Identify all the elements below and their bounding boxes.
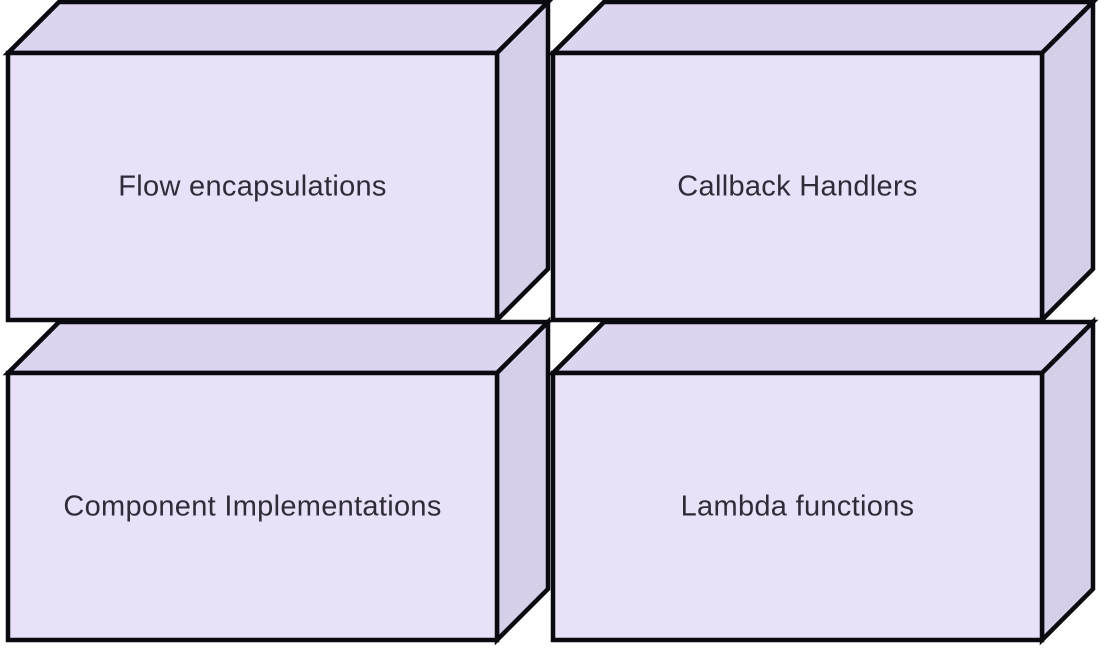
node-top-face xyxy=(547,0,1099,56)
node-top-face xyxy=(2,319,554,376)
node-component-implementations: Component Implementations xyxy=(2,316,554,646)
node-label: Lambda functions xyxy=(681,491,915,523)
node-label: Callback Handlers xyxy=(677,171,917,203)
node-side-face xyxy=(1039,316,1096,646)
node-side-face xyxy=(1039,0,1096,326)
node-side-face xyxy=(494,316,551,646)
node-front-face xyxy=(5,370,500,643)
node-lambda-functions: Lambda functions xyxy=(547,316,1099,646)
node-top-face xyxy=(547,319,1099,376)
node-label: Component Implementations xyxy=(63,491,441,523)
node-side-face xyxy=(494,0,551,326)
node-top-face xyxy=(2,0,554,56)
node-front-face xyxy=(550,370,1045,643)
node-callback-handlers: Callback Handlers xyxy=(547,0,1099,326)
node-flow-encapsulations: Flow encapsulations xyxy=(2,0,554,326)
node-label: Flow encapsulations xyxy=(118,171,386,203)
